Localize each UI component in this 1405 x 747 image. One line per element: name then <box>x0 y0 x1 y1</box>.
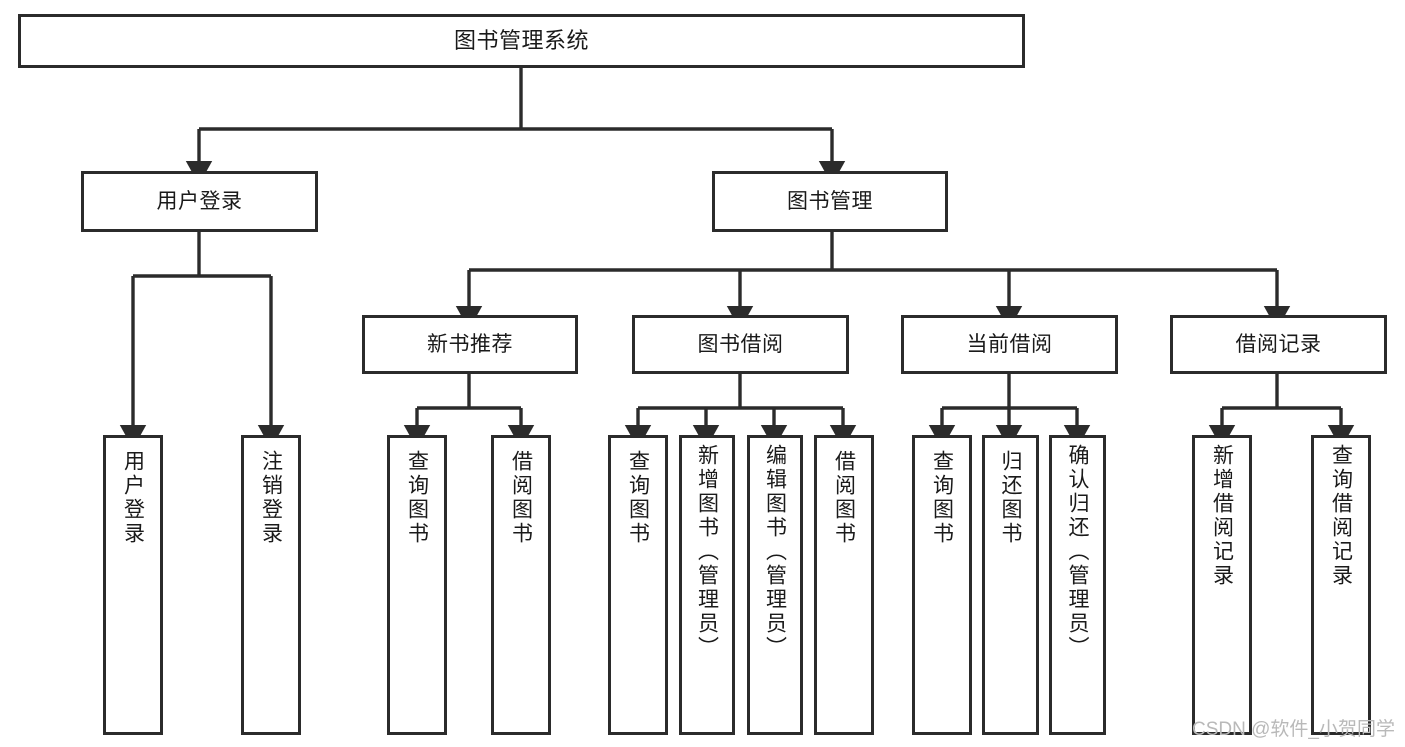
node-label: 查询图书 <box>930 450 954 546</box>
node-book-borrow[interactable]: 图书借阅 <box>632 315 849 374</box>
node-label: 新增图书（管理员） <box>695 444 719 660</box>
node-label: 用户登录 <box>121 450 145 546</box>
node-label: 借阅记录 <box>1235 332 1322 356</box>
node-label: 图书管理系统 <box>453 27 589 53</box>
node-leaf-confirm-return-admin[interactable]: 确认归还（管理员） <box>1049 435 1106 735</box>
node-label: 编辑图书（管理员） <box>763 444 787 660</box>
node-leaf-user-login[interactable]: 用户登录 <box>103 435 163 735</box>
node-label: 查询借阅记录 <box>1329 444 1353 588</box>
node-label: 确认归还（管理员） <box>1066 444 1089 660</box>
node-label: 图书管理 <box>787 189 873 213</box>
node-leaf-logout[interactable]: 注销登录 <box>241 435 301 735</box>
node-label: 查询图书 <box>405 450 429 546</box>
node-label: 图书借阅 <box>697 332 784 356</box>
node-book-management[interactable]: 图书管理 <box>712 171 948 232</box>
node-label: 用户登录 <box>156 189 243 213</box>
node-label: 当前借阅 <box>966 332 1053 356</box>
node-user-login[interactable]: 用户登录 <box>81 171 318 232</box>
node-current-borrow[interactable]: 当前借阅 <box>901 315 1118 374</box>
node-leaf-query-book-borrow[interactable]: 查询图书 <box>608 435 668 735</box>
node-leaf-query-book-current[interactable]: 查询图书 <box>912 435 972 735</box>
node-label: 新增借阅记录 <box>1210 444 1234 588</box>
node-leaf-query-book-recommend[interactable]: 查询图书 <box>387 435 447 735</box>
node-label: 新书推荐 <box>427 332 513 356</box>
node-leaf-edit-book-admin[interactable]: 编辑图书（管理员） <box>747 435 803 735</box>
node-leaf-add-borrow-record[interactable]: 新增借阅记录 <box>1192 435 1252 735</box>
node-leaf-return-book[interactable]: 归还图书 <box>982 435 1039 735</box>
node-borrow-record[interactable]: 借阅记录 <box>1170 315 1387 374</box>
node-root-book-management-system[interactable]: 图书管理系统 <box>18 14 1025 68</box>
node-leaf-query-borrow-record[interactable]: 查询借阅记录 <box>1311 435 1371 735</box>
node-label: 查询图书 <box>626 450 650 546</box>
node-new-book-recommend[interactable]: 新书推荐 <box>362 315 578 374</box>
node-label: 借阅图书 <box>832 450 856 546</box>
node-leaf-borrow-book[interactable]: 借阅图书 <box>814 435 874 735</box>
node-leaf-borrow-book-recommend[interactable]: 借阅图书 <box>491 435 551 735</box>
node-label: 借阅图书 <box>509 450 533 546</box>
watermark-text: CSDN @软件_小贺同学 <box>1192 719 1395 740</box>
node-leaf-add-book-admin[interactable]: 新增图书（管理员） <box>679 435 735 735</box>
node-label: 归还图书 <box>999 450 1022 546</box>
node-label: 注销登录 <box>259 450 283 546</box>
